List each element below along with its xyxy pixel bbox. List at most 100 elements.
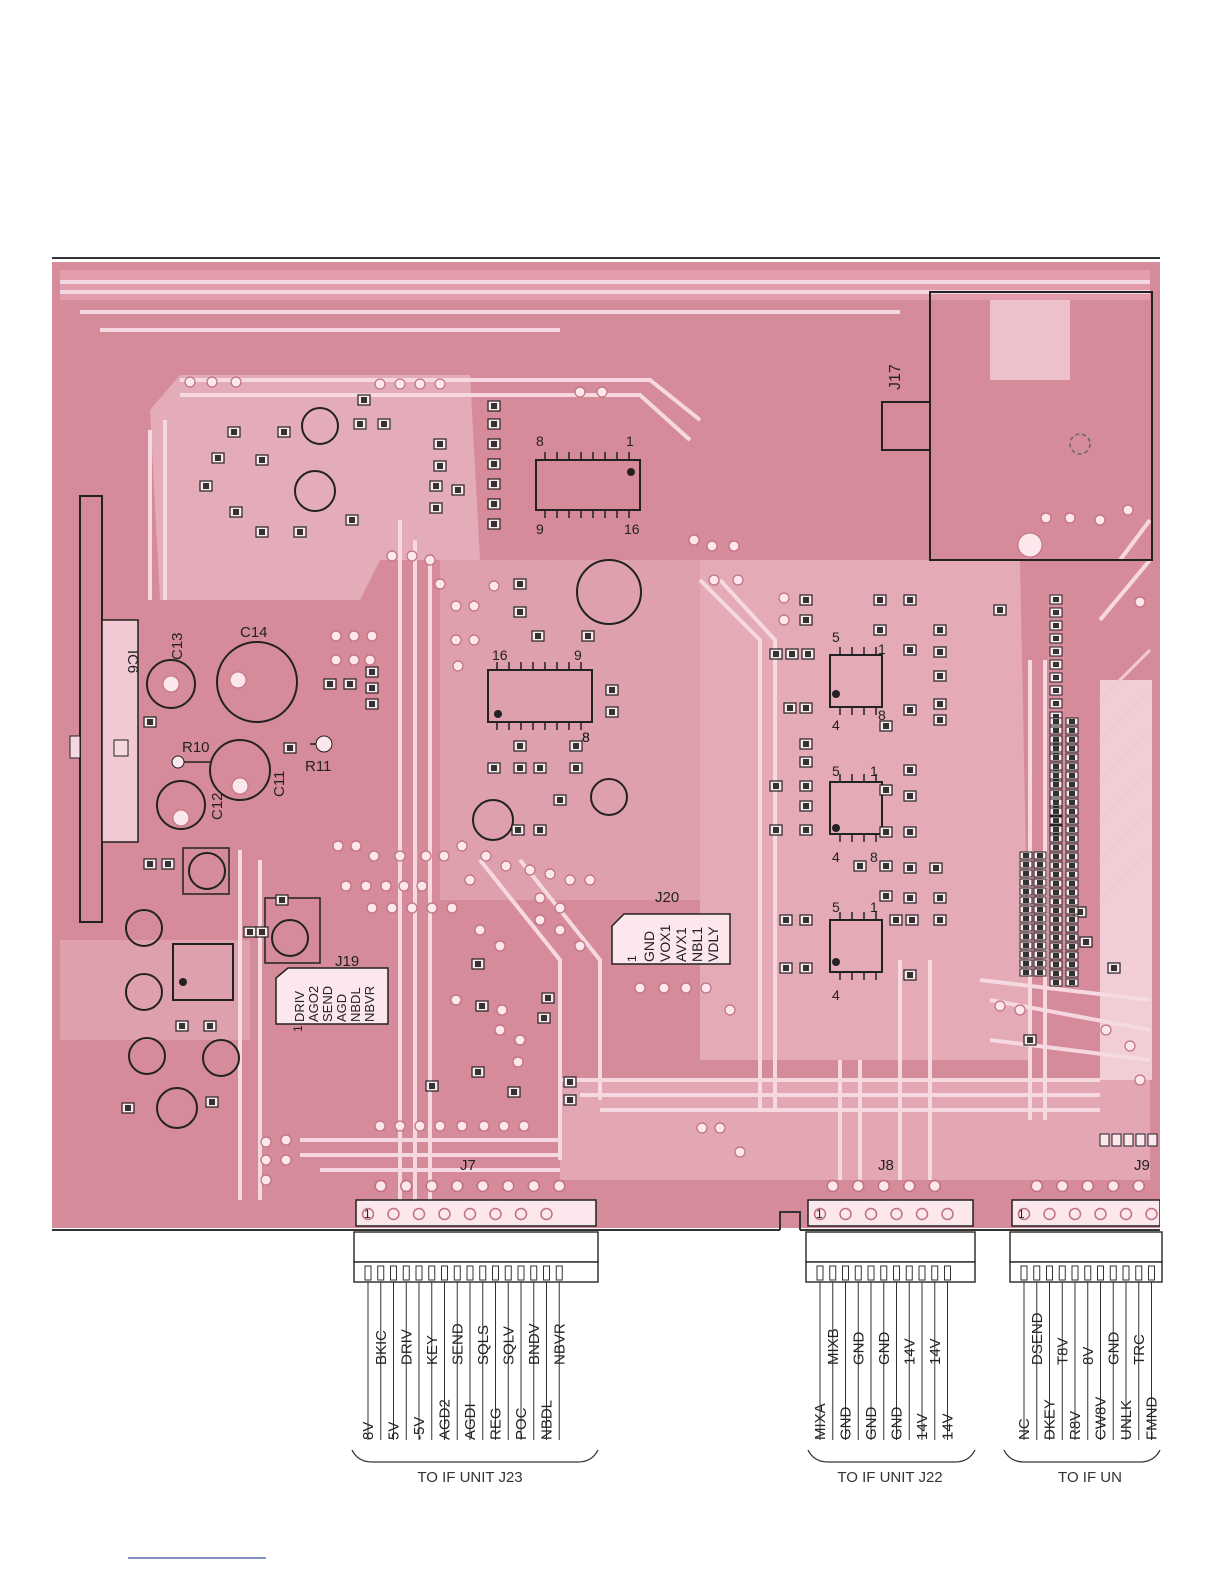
- j20-signal-label: GND: [641, 931, 657, 962]
- connector-labels: J7 1 8V 5V -5V AGD2 AGDI REG POC NBDL BKIC DRIV KEY S…: [351, 1157, 1161, 1486]
- j20-pin1: 1: [625, 955, 639, 962]
- label-r10: R10: [182, 739, 210, 756]
- j20-signal-label: VDLY: [705, 926, 721, 962]
- connector-signal-label: FMND: [1144, 1397, 1161, 1440]
- label-c14: C14: [240, 624, 268, 641]
- label-c11: C11: [271, 771, 288, 797]
- ic-pin-mark: 9: [574, 647, 582, 663]
- j19-signal-label: SEND: [320, 986, 335, 1022]
- connector-signal-label: T8V: [1054, 1337, 1071, 1365]
- connector-signal-label: NBVR: [551, 1323, 568, 1365]
- connector-signal-label: DRIV: [398, 1329, 415, 1365]
- board-notch: [779, 1211, 801, 1230]
- connector-signal-label: AGDI: [462, 1403, 479, 1440]
- connector-signal-label: DSEND: [1029, 1312, 1046, 1365]
- connector-destination: TO IF UN: [1058, 1469, 1122, 1486]
- ic-pin-mark: 16: [624, 521, 640, 537]
- ic-pin-mark: 5: [832, 899, 840, 915]
- connector-destination: TO IF UNIT J22: [837, 1469, 942, 1486]
- connector-signal-label: NBDL: [539, 1400, 556, 1440]
- connector-signal-label: 8V: [360, 1422, 377, 1440]
- ic-pin-mark: 5: [832, 629, 840, 645]
- ic-pin-mark: 8: [870, 849, 878, 865]
- j20-signal-label: VOX1: [657, 924, 673, 962]
- j19-signal-label: AGD: [334, 994, 349, 1022]
- connector-signal-label: 14V: [940, 1413, 957, 1440]
- label-j17: J17: [887, 364, 904, 390]
- j19-signal-label: DRIV: [292, 991, 307, 1022]
- connector-signal-label: MIXA: [812, 1403, 829, 1440]
- ic-pin-mark: 8: [582, 729, 590, 745]
- connector-destination: TO IF UNIT J23: [417, 1469, 522, 1486]
- j19-signal-label: NBVR: [362, 986, 377, 1022]
- connector-signal-label: MIXB: [825, 1328, 842, 1365]
- connector-signal-label: BNDV: [526, 1323, 543, 1365]
- j19-title: J19: [335, 953, 359, 970]
- connector-signal-label: GND: [876, 1332, 893, 1366]
- connector-signal-label: BKIC: [373, 1330, 390, 1365]
- smd-parts: [121, 394, 1158, 1147]
- copper-layer: [60, 270, 1160, 1227]
- label-ic6: IC6: [124, 650, 141, 673]
- ic-pin-mark: 4: [832, 849, 840, 865]
- ic-pin-mark: 1: [626, 433, 634, 449]
- connector-name: J8: [878, 1157, 894, 1174]
- ic-pin-mark: 1: [870, 763, 878, 779]
- connector-signal-label: AGD2: [437, 1399, 454, 1440]
- connector-name: J7: [460, 1157, 476, 1174]
- ic-pin-mark: 4: [832, 717, 840, 733]
- connector-bodies: [353, 1231, 1163, 1440]
- ic-pin-mark: 8: [878, 707, 886, 723]
- connector-signal-label: SQLV: [500, 1326, 517, 1365]
- j19-signal-label: AGO2: [306, 986, 321, 1022]
- connector-signal-label: GND: [850, 1332, 867, 1366]
- connector-signal-label: 14V: [927, 1338, 944, 1365]
- j20-signal-label: AVX1: [673, 927, 689, 962]
- ic-pin-mark: 4: [832, 987, 840, 1003]
- j20-signal-label: NBL1: [689, 927, 705, 962]
- connector-name: J9: [1134, 1157, 1150, 1174]
- ic-pin-mark: 8: [536, 433, 544, 449]
- connector-signal-label: 14V: [901, 1338, 918, 1365]
- j19-signal-label: NBDL: [348, 987, 363, 1022]
- j19-pin1: 1: [291, 1025, 305, 1032]
- connector-signal-label: GND: [1105, 1332, 1122, 1366]
- vias: [184, 376, 1146, 1186]
- ic-pin-mark: 1: [878, 641, 886, 657]
- connector-signal-label: -5V: [411, 1417, 428, 1440]
- connector-pads: [355, 1179, 1160, 1227]
- connector-signal-label: GND: [889, 1407, 906, 1441]
- connector-pin1: 1: [1018, 1207, 1025, 1221]
- ic-pin-mark: 9: [536, 521, 544, 537]
- connector-signal-label: 5V: [386, 1422, 403, 1440]
- connector-signal-label: GND: [838, 1407, 855, 1441]
- connector-signal-label: NC: [1016, 1418, 1033, 1440]
- connector-signal-label: DKEY: [1042, 1399, 1059, 1440]
- connector-signal-label: SQLS: [475, 1325, 492, 1365]
- connector-signal-label: SEND: [449, 1323, 466, 1365]
- label-r11: R11: [305, 758, 331, 775]
- connector-pin1: 1: [816, 1207, 823, 1221]
- connector-signal-label: GND: [863, 1407, 880, 1441]
- ic-pin-mark: 8: [582, 729, 590, 745]
- connector-signal-label: POC: [513, 1407, 530, 1440]
- j20-title: J20: [655, 889, 679, 906]
- connector-signal-label: KEY: [424, 1335, 441, 1365]
- connector-signal-label: REG: [488, 1407, 505, 1440]
- connector-signal-label: TRC: [1131, 1334, 1148, 1365]
- connector-signal-label: CW8V: [1093, 1397, 1110, 1440]
- ic-pin-mark: 5: [832, 763, 840, 779]
- connector-signal-label: 14V: [914, 1413, 931, 1440]
- connector-signal-label: R8V: [1067, 1411, 1084, 1440]
- connector-pin1: 1: [364, 1207, 371, 1221]
- label-c13: C13: [169, 632, 186, 660]
- connector-signal-label: UNLK: [1118, 1400, 1135, 1440]
- ic-pin-mark: 16: [492, 647, 508, 663]
- connector-signal-label: 8V: [1080, 1347, 1097, 1365]
- label-c12: C12: [209, 792, 226, 820]
- ic-pin-mark: 1: [870, 899, 878, 915]
